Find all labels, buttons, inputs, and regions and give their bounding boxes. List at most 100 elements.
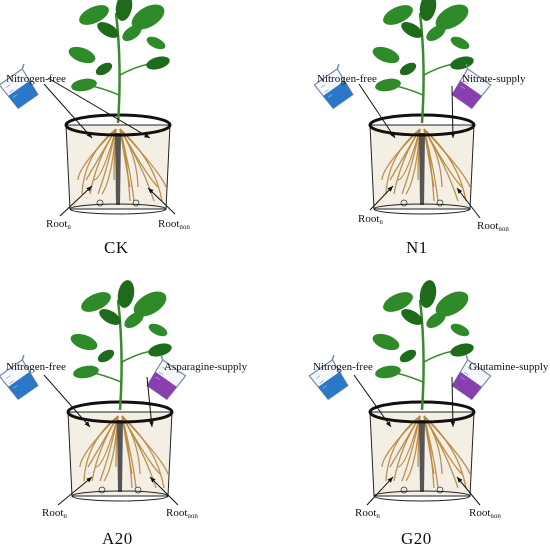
leaf <box>435 291 469 317</box>
beaker-icon <box>313 63 354 110</box>
pointer-arrow-line <box>369 185 394 211</box>
panel-ck: Nitrogen-free Rootn Rootnon CK <box>0 0 275 277</box>
root-strand <box>397 128 421 181</box>
pointer-arrow-line <box>147 187 176 215</box>
pointer-arrow-line <box>358 83 396 139</box>
root-n-label: Rootn <box>355 507 380 520</box>
pointer-arrow-head <box>149 421 154 427</box>
drain-hole <box>132 199 140 207</box>
pot-base <box>69 203 167 215</box>
leaf <box>73 365 99 379</box>
pointer-arrow-head <box>387 477 393 483</box>
beaker-tick <box>315 375 321 379</box>
root-non-label: Rootnon <box>166 507 198 520</box>
beaker-tick <box>319 380 324 384</box>
plant-stem <box>418 299 425 411</box>
drain-hole <box>400 199 408 207</box>
root-strand <box>397 415 421 468</box>
drain-hole <box>98 486 106 494</box>
condition-label: N1 <box>406 238 428 257</box>
leaf <box>122 25 142 41</box>
pointer-arrow-line <box>456 476 481 506</box>
leaf <box>426 312 446 328</box>
root-strand <box>121 415 169 475</box>
beaker-icon <box>0 354 39 401</box>
root-n-label: Rootn <box>358 213 383 226</box>
leaf <box>71 78 97 92</box>
root-strand <box>93 128 117 181</box>
beaker-tick <box>320 84 326 88</box>
beaker-spout <box>160 354 164 361</box>
beaker-tick <box>467 366 472 371</box>
pot-base <box>71 490 169 502</box>
pointer-arrow-head <box>144 133 150 138</box>
drain-hole <box>436 486 444 494</box>
beaker-tick <box>155 376 160 381</box>
pointer-arrow-head <box>84 421 90 427</box>
leaf <box>99 309 121 325</box>
pointer-arrow-head <box>450 421 456 427</box>
beaker-icon <box>308 354 349 401</box>
beaker-tick <box>9 89 14 93</box>
plant-pot-illustration-ck <box>0 0 176 217</box>
beaker-tick <box>327 94 333 98</box>
root-strand <box>95 415 119 468</box>
leaf <box>97 349 115 363</box>
pointer-arrow-line <box>47 77 151 139</box>
leaf <box>399 349 417 363</box>
beaker-spout <box>21 354 25 361</box>
root-strand <box>423 415 471 475</box>
leaf <box>115 0 133 21</box>
left-solution-label: Nitrogen-free <box>313 361 373 373</box>
leaf <box>426 25 446 41</box>
leaf <box>399 62 417 76</box>
root-strand <box>423 415 463 475</box>
leaf <box>97 22 119 38</box>
leaf <box>95 62 113 76</box>
pointer-arrow-head <box>86 186 92 192</box>
leaf <box>133 291 167 317</box>
beaker-spout <box>465 354 469 361</box>
root-non-label: Rootnon <box>158 218 190 231</box>
leaf <box>148 343 172 357</box>
beaker-tick <box>5 375 11 379</box>
left-solution-label: Nitrogen-free <box>6 361 66 373</box>
leaf <box>450 56 474 70</box>
leaf <box>124 312 144 328</box>
pot-base <box>373 203 471 215</box>
beaker-tick <box>12 94 18 98</box>
leaf <box>79 5 109 25</box>
pointer-arrow-line <box>451 85 454 139</box>
pointer-arrow-line <box>146 376 153 428</box>
root-strand <box>121 415 161 475</box>
root-strand <box>423 128 471 188</box>
right-solution-label: Nitrate-supply <box>462 73 526 85</box>
root-strand <box>119 128 167 188</box>
leaf <box>372 46 400 64</box>
leaf <box>146 36 166 50</box>
drain-hole <box>400 486 408 494</box>
beaker-solution <box>323 80 353 109</box>
drain-hole <box>134 486 142 494</box>
leaf <box>450 323 470 337</box>
beaker-icon <box>146 354 187 401</box>
right-solution-label: Asparagine-supply <box>164 361 248 373</box>
beaker-tick <box>9 380 14 384</box>
plant-stem <box>418 12 425 124</box>
plant-pot-illustration-g20 <box>308 280 492 506</box>
pointer-arrow-line <box>43 83 93 139</box>
panel-a20: Nitrogen-free Asparagine-supply Rootn Ro… <box>0 277 275 554</box>
panel-g20: Nitrogen-free Glutamine-supply Rootn Roo… <box>275 277 550 554</box>
beaker-tick <box>5 84 11 88</box>
leaf <box>375 365 401 379</box>
leaf <box>81 292 111 312</box>
beaker-spout <box>336 63 340 70</box>
leaf <box>401 22 423 38</box>
pointer-arrow-head <box>387 186 393 192</box>
pot-divider <box>419 133 425 205</box>
pot-divider <box>115 133 121 205</box>
leaf <box>435 4 469 30</box>
beaker-tick <box>460 85 465 90</box>
plant-stem <box>114 12 121 124</box>
plant-pot-illustration-a20 <box>0 280 187 506</box>
